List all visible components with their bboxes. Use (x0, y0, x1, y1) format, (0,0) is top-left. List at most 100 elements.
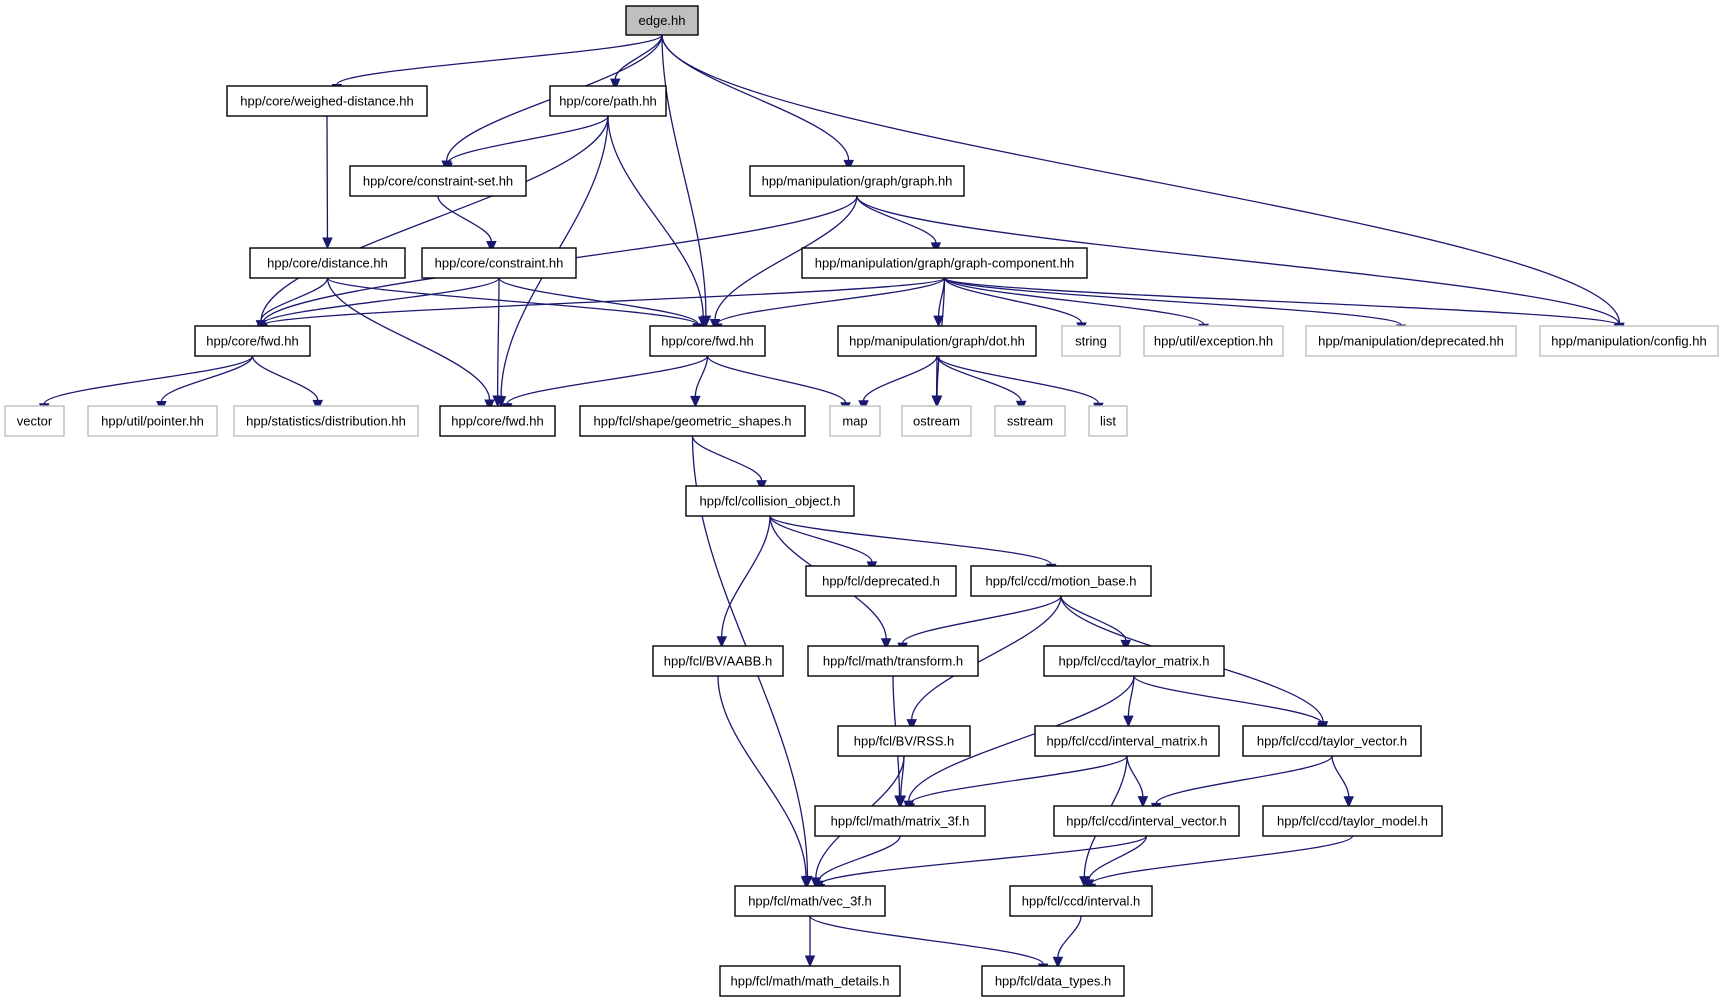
node-vec3f[interactable]: hpp/fcl/math/vec_3f.h (734, 885, 886, 917)
edge-line (260, 115, 609, 321)
node-dot[interactable]: hpp/manipulation/graph/dot.hh (837, 325, 1037, 357)
node-box (1034, 725, 1220, 757)
node-mathdetails[interactable]: hpp/fcl/math/math_details.h (719, 965, 901, 997)
node-cset[interactable]: hpp/core/constraint-set.hh (349, 165, 527, 197)
node-edge[interactable]: edge.hh (625, 5, 699, 36)
node-ivector[interactable]: hpp/fcl/ccd/interval_vector.h (1053, 805, 1240, 837)
edge-path-to-corefwd2 (607, 115, 709, 329)
node-interval[interactable]: hpp/fcl/ccd/interval.h (1009, 885, 1153, 917)
node-box (87, 405, 218, 437)
node-motion[interactable]: hpp/fcl/ccd/motion_base.h (970, 565, 1152, 597)
edge-line (661, 34, 850, 161)
edge-line (1133, 675, 1323, 724)
edge-motion-to-transform (897, 595, 1062, 655)
edge-distance-to-corefwd3 (326, 277, 495, 412)
edge-line (1060, 595, 1127, 641)
node-corefwd2[interactable]: hpp/core/fwd.hh (649, 325, 766, 357)
node-box (994, 405, 1066, 437)
node-aabb[interactable]: hpp/fcl/BV/AABB.h (652, 645, 784, 677)
node-datatypes[interactable]: hpp/fcl/data_types.h (981, 965, 1125, 997)
edge-motion-to-rss (906, 595, 1062, 731)
node-box (749, 165, 965, 197)
edge-line (496, 277, 500, 397)
node-label: ostream (913, 414, 960, 429)
edge-line (446, 115, 609, 164)
node-box (1305, 325, 1517, 357)
node-distance[interactable]: hpp/core/distance.hh (249, 247, 406, 279)
node-label: hpp/manipulation/graph/dot.hh (849, 334, 1025, 349)
edge-arrowhead (933, 315, 944, 328)
node-label: sstream (1007, 414, 1053, 429)
node-box (625, 5, 699, 36)
node-geom[interactable]: hpp/fcl/shape/geometric_shapes.h (579, 405, 806, 437)
edge-line (706, 355, 847, 404)
edge-line (943, 277, 1402, 326)
edge-vec3f-to-datatypes (809, 915, 1049, 976)
node-distribution: hpp/statistics/distribution.hh (233, 405, 419, 437)
node-fcldep[interactable]: hpp/fcl/deprecated.h (805, 565, 957, 597)
edge-matrix3f-to-vec3f (813, 835, 901, 893)
edge-edge-to-corefwd2 (661, 34, 712, 328)
node-collobj[interactable]: hpp/fcl/collision_object.h (685, 485, 855, 517)
node-graph[interactable]: hpp/manipulation/graph/graph.hh (749, 165, 965, 197)
node-corefwd3[interactable]: hpp/core/fwd.hh (439, 405, 556, 437)
node-vector: vector (4, 405, 65, 437)
node-exception: hpp/util/exception.hh (1143, 325, 1284, 357)
edge-line (909, 755, 1128, 805)
node-label: hpp/util/pointer.hh (101, 414, 204, 429)
node-box (1053, 805, 1240, 837)
node-label: hpp/core/fwd.hh (661, 334, 754, 349)
edge-arrowhead (1343, 796, 1354, 808)
node-ostream: ostream (901, 405, 972, 437)
edge-line (911, 595, 1062, 720)
node-path[interactable]: hpp/core/path.hh (549, 85, 667, 117)
edge-corefwd1-to-distribution (251, 355, 324, 412)
node-box (719, 965, 901, 997)
edge-arrowhead (804, 955, 816, 968)
node-tmodel[interactable]: hpp/fcl/ccd/taylor_model.h (1262, 805, 1443, 837)
edge-line (1155, 755, 1333, 804)
node-matrix3f[interactable]: hpp/fcl/math/matrix_3f.h (814, 805, 986, 837)
node-label: hpp/core/path.hh (559, 94, 657, 109)
node-box (421, 247, 577, 279)
node-tvector[interactable]: hpp/fcl/ccd/taylor_vector.h (1242, 725, 1422, 757)
node-rss[interactable]: hpp/fcl/BV/RSS.h (837, 725, 971, 757)
node-weighed[interactable]: hpp/core/weighed-distance.hh (226, 85, 428, 117)
edge-arrowhead (880, 638, 892, 650)
node-label: hpp/fcl/math/transform.h (823, 654, 963, 669)
node-layer: edge.hh hpp/core/weighed-distance.hh hpp/c… (4, 5, 1719, 997)
node-tmatrix[interactable]: hpp/fcl/ccd/taylor_matrix.h (1043, 645, 1225, 677)
edge-line (943, 277, 1205, 325)
node-box (805, 565, 957, 597)
node-corefwd1[interactable]: hpp/core/fwd.hh (194, 325, 311, 357)
edge-arrowhead (906, 719, 917, 731)
node-label: hpp/manipulation/graph/graph.hh (762, 174, 953, 189)
node-label: hpp/fcl/ccd/taylor_model.h (1277, 814, 1428, 829)
node-label: string (1075, 334, 1107, 349)
edge-cset-to-constraint (437, 195, 497, 253)
edge-line (943, 277, 1620, 326)
edge-tmatrix-to-tvector (1133, 675, 1328, 735)
edge-imatrix-to-ivector (1126, 755, 1149, 808)
edge-line (936, 355, 1100, 404)
edge-arrowhead (690, 395, 701, 408)
edge-line (661, 34, 1621, 324)
node-label: hpp/fcl/math/math_details.h (731, 974, 890, 989)
edge-imatrix-to-matrix3f (904, 755, 1128, 816)
edge-line (901, 595, 1062, 644)
node-box (579, 405, 806, 437)
edge-line (1088, 835, 1148, 881)
edge-arrowhead (716, 636, 727, 648)
edge-line (721, 515, 771, 637)
node-transform[interactable]: hpp/fcl/math/transform.h (807, 645, 979, 677)
edge-line (160, 355, 254, 402)
edge-corefwd2-to-map (706, 355, 851, 415)
edge-line (818, 835, 901, 882)
node-gcomp[interactable]: hpp/manipulation/graph/graph-component.h… (801, 247, 1088, 279)
edge-arrowhead (492, 395, 503, 408)
node-box (1262, 805, 1443, 837)
node-constraint[interactable]: hpp/core/constraint.hh (421, 247, 577, 279)
node-imatrix[interactable]: hpp/fcl/ccd/interval_matrix.h (1034, 725, 1220, 757)
node-label: hpp/manipulation/deprecated.hh (1318, 334, 1504, 349)
edge-vec3f-to-mathdetails (804, 916, 816, 968)
